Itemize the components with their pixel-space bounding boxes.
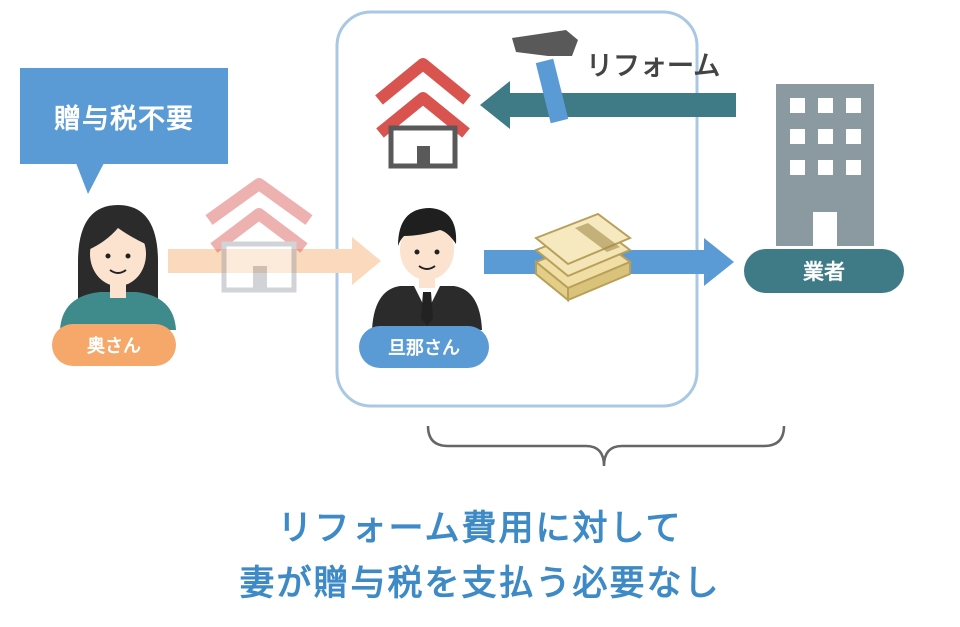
hammer-icon [512, 30, 578, 124]
wife-icon [60, 205, 176, 330]
building-icon [776, 84, 874, 246]
money-icon [534, 212, 632, 303]
speech-bubble-tail [76, 163, 104, 194]
vendor-label: 業者 [744, 249, 904, 293]
reform-label: リフォーム [586, 51, 721, 82]
conclusion-line-1: リフォーム費用に対して [277, 509, 683, 549]
conclusion-line-2: 妻が贈与税を支払う必要なし [239, 564, 721, 604]
wife-label: 奥さん [52, 324, 176, 366]
house-icon [375, 58, 471, 169]
speech-bubble: 贈与税不要 [20, 68, 228, 164]
faded-house-icon [205, 178, 313, 293]
brace [426, 425, 786, 467]
husband-icon [372, 208, 482, 330]
husband-label: 旦那さん [359, 326, 489, 368]
husband-frame [335, 10, 699, 408]
gift-arrow [168, 237, 381, 285]
